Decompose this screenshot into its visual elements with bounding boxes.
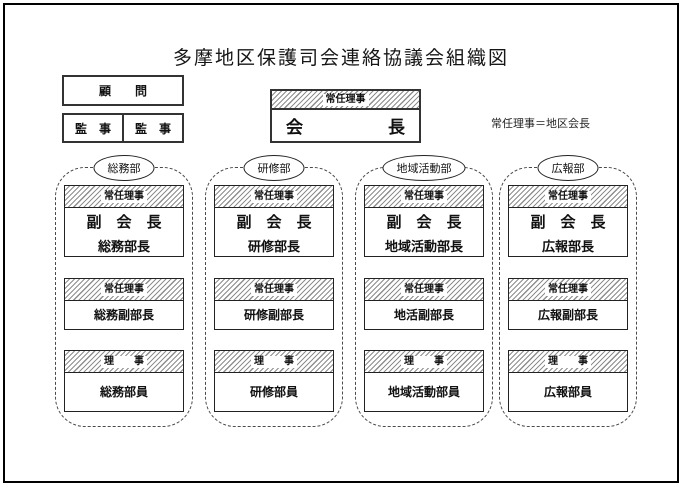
role-band-label: 理 事	[401, 355, 447, 368]
dept-head-title: 地域活動部長	[384, 238, 463, 254]
dept-head-box: 常任理事 副 会 長 総務部長	[64, 185, 184, 257]
role-band-label: 理 事	[545, 355, 591, 368]
dept-members-box: 理 事 研修部員	[214, 350, 334, 412]
org-chart-page: 多摩地区保護司会連絡協議会組織図 顧 問 監 事 監 事 常任理事 会 長 常任…	[3, 3, 679, 483]
role-band: 理 事	[65, 351, 183, 373]
dept-members-box: 理 事 広報部員	[508, 350, 628, 412]
role-band-label: 常任理事	[251, 283, 297, 296]
deputy-title: 広報副部長	[537, 308, 598, 322]
role-band-label: 常任理事	[401, 283, 447, 296]
advisor-box: 顧 問	[62, 75, 184, 106]
dept-deputy-box: 常任理事 地活副部長	[364, 278, 484, 330]
vice-chair-label: 副 会 長	[530, 214, 606, 231]
dept-deputy-box: 常任理事 広報副部長	[508, 278, 628, 330]
role-band-label: 常任理事	[101, 190, 147, 203]
dept-name-oval: 総務部	[93, 155, 155, 181]
auditor-row: 監 事 監 事	[62, 113, 184, 143]
auditor-right-box: 監 事	[122, 115, 182, 141]
dept-head-title: 研修部長	[247, 238, 300, 254]
dept-column-chiiki: 地域活動部 常任理事 副 会 長 地域活動部長 常任理事 地活副部長 理 事 地…	[355, 155, 493, 427]
deputy-title: 総務副部長	[93, 308, 154, 322]
vice-chair-label: 副 会 長	[386, 214, 462, 231]
role-band-label: 常任理事	[545, 283, 591, 296]
vice-chair-label: 副 会 長	[236, 214, 312, 231]
advisor-label: 顧 問	[98, 84, 147, 98]
role-band-label: 常任理事	[101, 283, 147, 296]
members-title: 地域活動部員	[387, 385, 460, 399]
members-title: 研修部員	[249, 385, 298, 399]
dept-head-box: 常任理事 副 会 長 研修部長	[214, 185, 334, 257]
role-band: 常任理事	[65, 279, 183, 301]
dept-head-title: 総務部長	[97, 238, 150, 254]
role-band-label: 常任理事	[251, 190, 297, 203]
role-band: 常任理事	[215, 279, 333, 301]
dept-head-box: 常任理事 副 会 長 地域活動部長	[364, 185, 484, 257]
dept-deputy-box: 常任理事 研修副部長	[214, 278, 334, 330]
legend-note: 常任理事＝地区会長	[491, 118, 590, 130]
role-band-label: 理 事	[251, 355, 297, 368]
dept-members-box: 理 事 総務部員	[64, 350, 184, 412]
dept-column-kenshu: 研修部 常任理事 副 会 長 研修部長 常任理事 研修副部長 理 事 研修部員	[205, 155, 343, 427]
role-band-label: 理 事	[101, 355, 147, 368]
members-title: 総務部員	[99, 385, 148, 399]
vice-chair-label: 副 会 長	[86, 214, 162, 231]
role-band: 常任理事	[65, 186, 183, 208]
role-band: 理 事	[509, 351, 627, 373]
dept-name-oval: 地域活動部	[382, 155, 466, 181]
auditor-left-label: 監 事	[74, 121, 111, 136]
deputy-title: 研修副部長	[243, 308, 304, 322]
role-band: 理 事	[215, 351, 333, 373]
chairman-title: 会 長	[286, 118, 405, 137]
chairman-role-label: 常任理事	[322, 93, 369, 106]
role-band-label: 常任理事	[545, 190, 591, 203]
role-band: 常任理事	[509, 279, 627, 301]
dept-name-oval: 研修部	[243, 155, 305, 181]
role-band: 常任理事	[365, 186, 483, 208]
dept-column-koho: 広報部 常任理事 副 会 長 広報部長 常任理事 広報副部長 理 事 広報部員	[499, 155, 637, 427]
dept-deputy-box: 常任理事 総務副部長	[64, 278, 184, 330]
members-title: 広報部員	[543, 385, 592, 399]
chairman-role-band: 常任理事	[272, 91, 419, 110]
role-band: 常任理事	[509, 186, 627, 208]
dept-members-box: 理 事 地域活動部員	[364, 350, 484, 412]
dept-name-oval: 広報部	[537, 155, 599, 181]
auditor-left-box: 監 事	[64, 115, 122, 141]
dept-column-soumu: 総務部 常任理事 副 会 長 総務部長 常任理事 総務副部長 理 事 総務部員	[55, 155, 193, 427]
role-band: 理 事	[365, 351, 483, 373]
role-band-label: 常任理事	[401, 190, 447, 203]
auditor-right-label: 監 事	[134, 121, 171, 136]
role-band: 常任理事	[215, 186, 333, 208]
dept-head-title: 広報部長	[541, 238, 594, 254]
role-band: 常任理事	[365, 279, 483, 301]
dept-head-box: 常任理事 副 会 長 広報部長	[508, 185, 628, 257]
page-title: 多摩地区保護司会連絡協議会組織図	[172, 48, 509, 69]
chairman-box: 常任理事 会 長	[270, 89, 421, 143]
deputy-title: 地活副部長	[393, 308, 454, 322]
